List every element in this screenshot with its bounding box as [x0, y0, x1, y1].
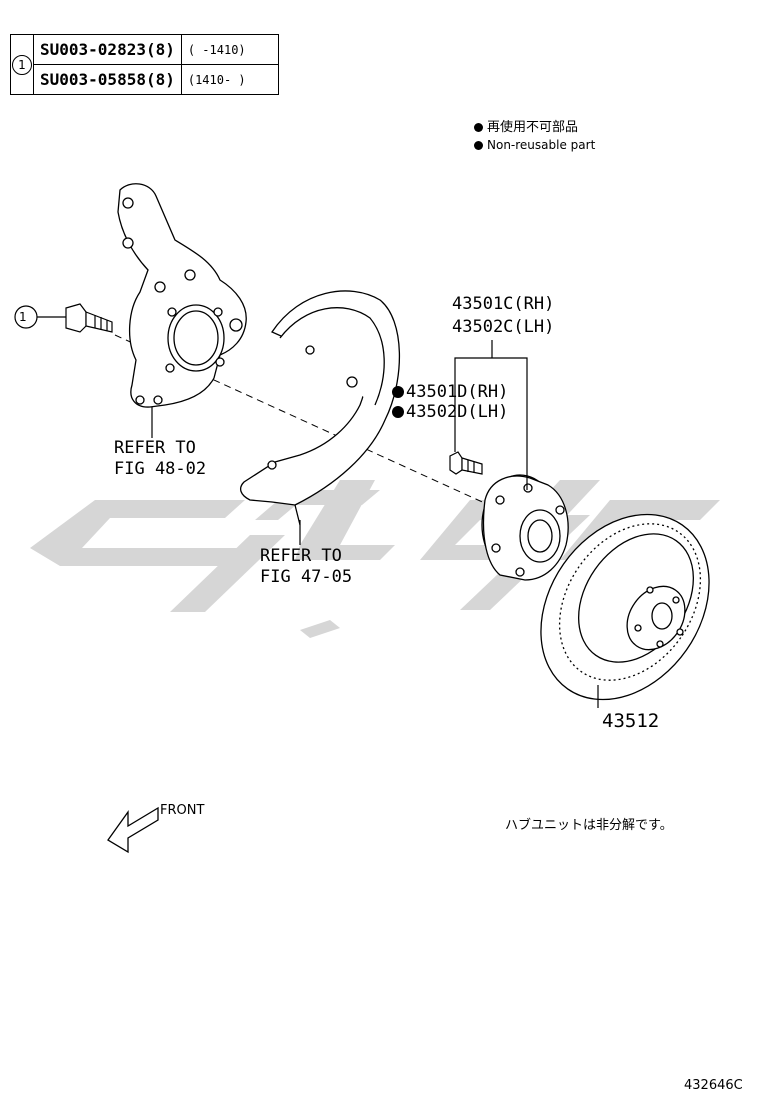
front-arrow-icon [107, 806, 159, 854]
figure-id: 432646C [684, 1078, 743, 1093]
hub-note-jp: ハブユニットは非分解です。 [505, 818, 673, 833]
reference-part-table: 1 SU003-02823(8) ( -1410) SU003-05858(8)… [10, 34, 279, 95]
ref-number-badge: 1 [12, 55, 32, 75]
legend-en: Non-reusable part [474, 137, 595, 153]
hub-lh-label[interactable]: 43502C(LH) [452, 317, 555, 337]
hub-rh-label[interactable]: 43501C(RH) [452, 294, 555, 314]
table-row: 1 SU003-02823(8) ( -1410) [10, 34, 279, 95]
part-number-cell: SU003-05858(8) [33, 64, 182, 95]
part-number-cell: SU003-02823(8) [33, 34, 182, 65]
hub-bolt-lh-label[interactable]: 43502D(LH) [392, 401, 508, 423]
brake-disc [540, 513, 710, 701]
leader-lines [151, 340, 599, 708]
ref-number-cell: 1 [10, 34, 34, 95]
non-reusable-dot-icon [474, 123, 483, 132]
dust-cover [239, 290, 401, 526]
legend-en-text: Non-reusable part [487, 138, 596, 152]
cover-figure-ref[interactable]: FIG 47-05 [260, 567, 353, 587]
non-reusable-dot-icon [474, 141, 483, 150]
knuckle-refer-label[interactable]: REFER TO [114, 438, 196, 458]
hub-bolt-lh-text: 43502D(LH) [406, 402, 509, 422]
steering-knuckle [117, 183, 247, 408]
legend-jp-text: 再使用不可部品 [487, 120, 579, 135]
bolt-ref-number: 1 [19, 310, 27, 324]
hub-unit [481, 474, 569, 581]
non-reusable-dot-icon [392, 386, 404, 398]
date-range-cell: (1410- ) [180, 64, 279, 95]
hub-bolt [449, 451, 483, 475]
table-row: SU003-05858(8) (1410- ) [11, 64, 279, 95]
knuckle-bolt [14, 303, 113, 333]
hub-bolt-rh-text: 43501D(RH) [406, 382, 509, 402]
cover-refer-label[interactable]: REFER TO [260, 546, 342, 566]
assembly-axis-line [114, 334, 501, 511]
hub-bolt-rh-label[interactable]: 43501D(RH) [392, 381, 508, 403]
date-range-cell: ( -1410) [180, 34, 279, 65]
knuckle-figure-ref[interactable]: FIG 48-02 [114, 459, 207, 479]
disc-part-label[interactable]: 43512 [602, 710, 660, 732]
non-reusable-dot-icon [392, 406, 404, 418]
legend-jp: 再使用不可部品 [474, 120, 578, 136]
front-label: FRONT [160, 803, 205, 818]
